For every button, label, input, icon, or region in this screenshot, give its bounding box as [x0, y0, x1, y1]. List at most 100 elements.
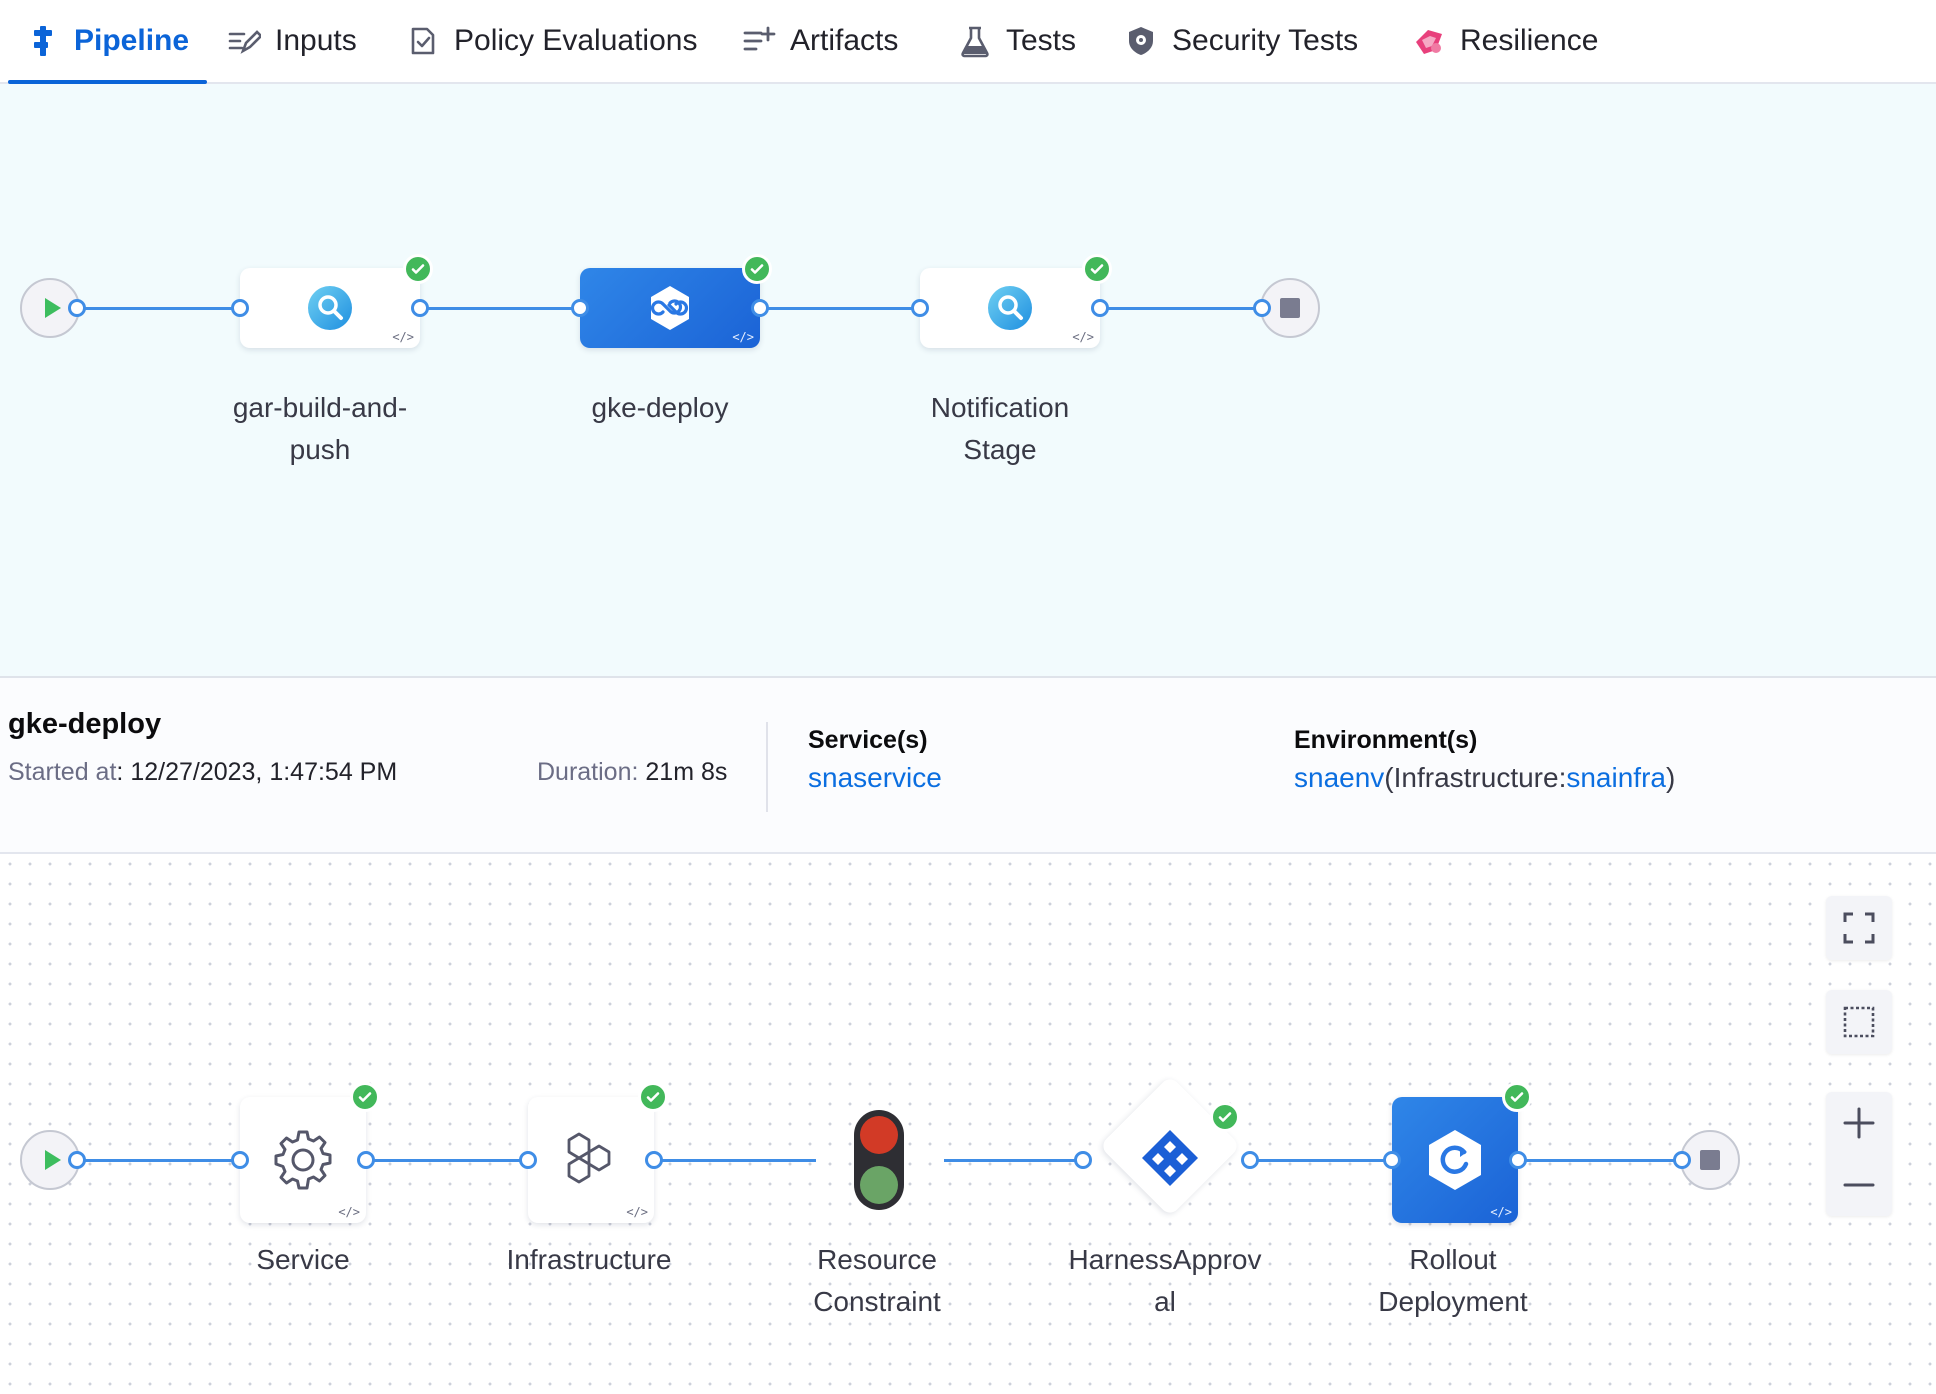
success-check-icon [742, 254, 772, 284]
duration: Duration: 21m 8s [537, 758, 727, 787]
output-port [1509, 1151, 1527, 1169]
pipeline-icon [26, 24, 60, 58]
step-node-resource-constraint[interactable] [854, 1110, 904, 1210]
shield-icon [1124, 24, 1158, 58]
tab-pipeline[interactable]: Pipeline [26, 0, 189, 82]
ci-search-icon [986, 284, 1034, 332]
traffic-light-red-icon [860, 1116, 898, 1154]
service-link[interactable]: snaservice [808, 762, 942, 793]
stage-label: Notification Stage [880, 387, 1120, 471]
plus-icon [1839, 1103, 1879, 1143]
step-node-infrastructure[interactable]: </> [528, 1097, 654, 1223]
stop-icon [1700, 1150, 1720, 1170]
tab-label: Tests [1006, 24, 1076, 58]
yaml-code-icon: </> [392, 330, 414, 344]
input-port [231, 299, 249, 317]
select-area-button[interactable] [1826, 990, 1892, 1054]
connector-line [77, 307, 240, 310]
infra-prefix: (Infrastructure: [1384, 762, 1566, 793]
connector-line [944, 1159, 1084, 1162]
output-port [1091, 299, 1109, 317]
fullscreen-icon [1839, 908, 1879, 948]
step-label: Infrastructure [469, 1239, 709, 1281]
execution-graph-canvas[interactable]: </> Service </> Infrastructure Resou [0, 854, 1936, 1394]
end-port [1673, 1151, 1691, 1169]
policy-icon [406, 24, 440, 58]
output-port [645, 1151, 663, 1169]
tab-label: Pipeline [74, 24, 189, 58]
infra-suffix: ) [1666, 762, 1675, 793]
zoom-control [1826, 1092, 1892, 1216]
success-check-icon [350, 1082, 380, 1112]
input-port [1074, 1151, 1092, 1169]
step-node-rollout-deployment[interactable]: </> [1392, 1097, 1518, 1223]
stage-node-gar-build-and-push[interactable]: </> [240, 268, 420, 348]
flask-icon [958, 24, 992, 58]
tab-resilience[interactable]: Resilience [1412, 0, 1598, 82]
stage-label: gke-deploy [540, 387, 780, 429]
tab-label: Resilience [1460, 24, 1598, 58]
output-port [411, 299, 429, 317]
tab-artifacts[interactable]: Artifacts [742, 0, 898, 82]
step-node-service[interactable]: </> [240, 1097, 366, 1223]
harness-approval-icon [1136, 1124, 1204, 1192]
tab-label: Artifacts [790, 24, 898, 58]
environment-link[interactable]: snaenv [1294, 762, 1384, 793]
artifacts-icon [742, 24, 776, 58]
fit-to-screen-button[interactable] [1826, 896, 1892, 960]
success-check-icon [638, 1082, 668, 1112]
connector-line [654, 1159, 816, 1162]
output-port [357, 1151, 375, 1169]
services-title: Service(s) [808, 726, 928, 755]
tab-label: Security Tests [1172, 24, 1358, 58]
pipeline-canvas: </> gar-build-and-push </> gke-deploy [0, 84, 1936, 678]
tab-label: Policy Evaluations [454, 24, 697, 58]
step-label: HarnessApproval [1040, 1239, 1290, 1323]
infrastructure-link[interactable]: snainfra [1566, 762, 1666, 793]
divider [766, 722, 768, 812]
environments-value: snaenv(Infrastructure:snainfra) [1294, 762, 1675, 794]
environments-title: Environment(s) [1294, 726, 1477, 755]
started-at-label: Started at [8, 758, 116, 786]
yaml-code-icon: </> [626, 1205, 648, 1219]
fit-to-screen-control [1826, 896, 1892, 960]
marquee-select-icon [1839, 1002, 1879, 1042]
stage-label: gar-build-and-push [200, 387, 440, 471]
started-at-value: 12/27/2023, 1:47:54 PM [130, 758, 397, 786]
connector-line [1250, 1159, 1392, 1162]
tab-security-tests[interactable]: Security Tests [1124, 0, 1358, 82]
tab-label: Inputs [275, 24, 357, 58]
tab-tests[interactable]: Tests [958, 0, 1076, 82]
connector-line [1518, 1159, 1682, 1162]
started-at: Started at: 12/27/2023, 1:47:54 PM [8, 758, 397, 787]
input-port [571, 299, 589, 317]
zoom-in-button[interactable] [1826, 1092, 1892, 1154]
select-area-control [1826, 990, 1892, 1054]
step-label: RolloutDeployment [1333, 1239, 1573, 1323]
start-port [68, 1151, 86, 1169]
output-port [1241, 1151, 1259, 1169]
stage-details-panel: gke-deploy Started at: 12/27/2023, 1:47:… [0, 678, 1936, 854]
connector-line [366, 1159, 528, 1162]
zoom-out-button[interactable] [1826, 1154, 1892, 1216]
success-check-icon [1502, 1082, 1532, 1112]
step-label: Service [183, 1239, 423, 1281]
tab-inputs[interactable]: Inputs [227, 0, 357, 82]
deploy-link-icon [645, 283, 695, 333]
input-port [231, 1151, 249, 1169]
stage-node-gke-deploy[interactable]: </> [580, 268, 760, 348]
approval-icon-wrap [1136, 1124, 1204, 1192]
input-port [911, 299, 929, 317]
duration-label: Duration: [537, 758, 638, 786]
input-port [519, 1151, 537, 1169]
success-check-icon [403, 254, 433, 284]
success-check-icon [1082, 254, 1112, 284]
input-port [1383, 1151, 1401, 1169]
success-check-icon [1210, 1102, 1240, 1132]
output-port [751, 299, 769, 317]
yaml-code-icon: </> [338, 1205, 360, 1219]
tab-policy-evaluations[interactable]: Policy Evaluations [406, 0, 697, 82]
connector-line [1100, 307, 1262, 310]
stage-node-notification-stage[interactable]: </> [920, 268, 1100, 348]
